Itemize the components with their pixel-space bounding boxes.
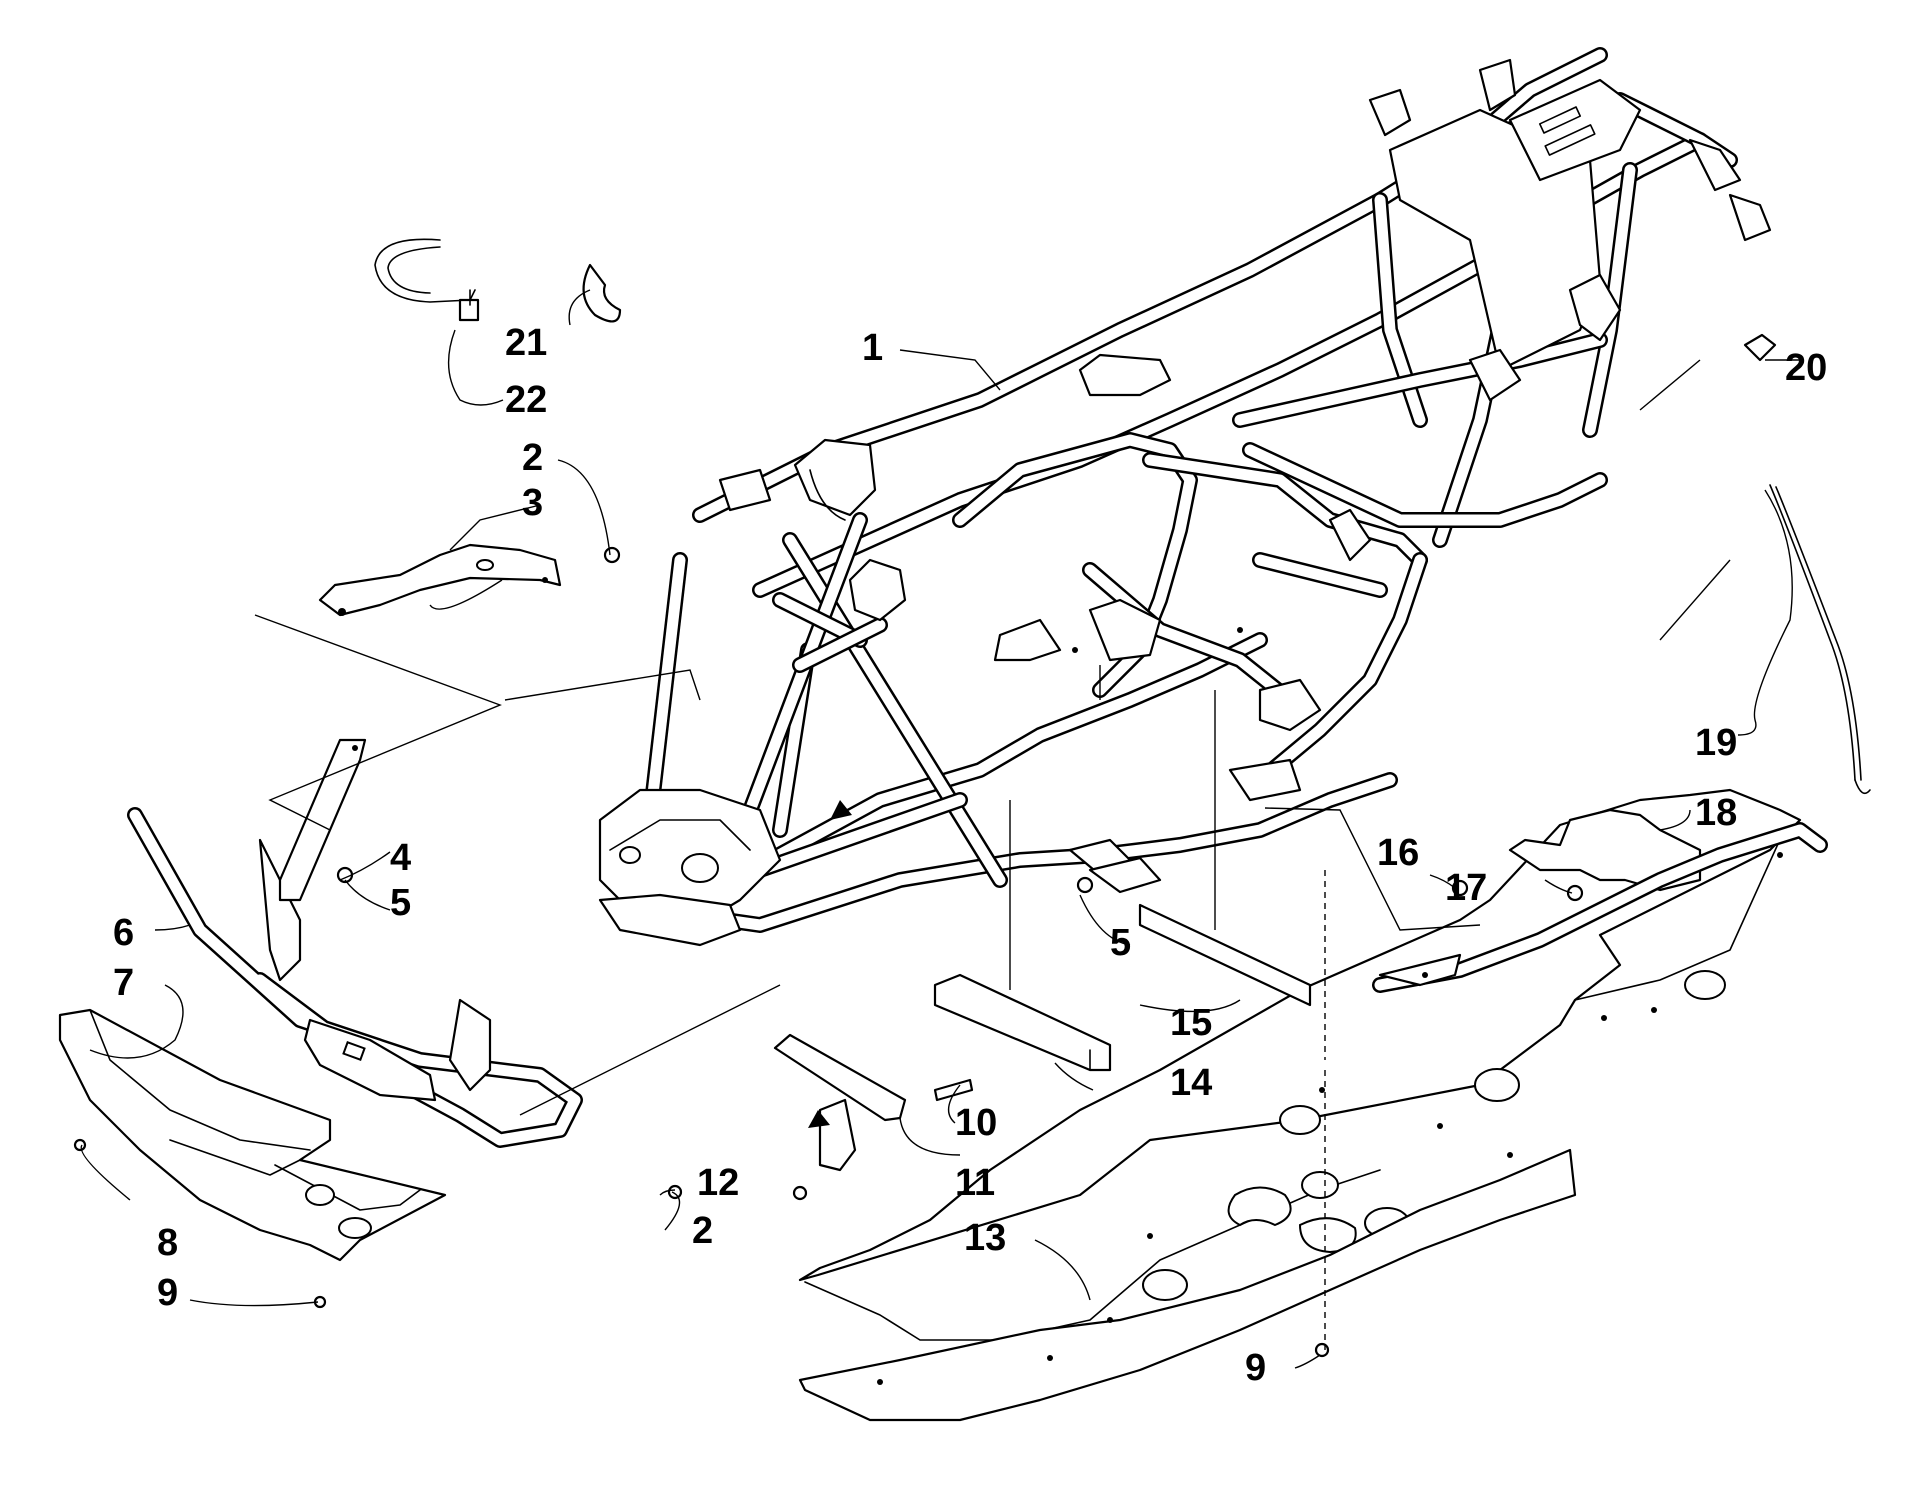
callout-9: 9 — [157, 1272, 178, 1314]
hose-clamp — [582, 263, 622, 323]
foam-strip — [1138, 903, 1312, 1007]
callout-10: 10 — [955, 1102, 997, 1144]
callout-7: 7 — [113, 962, 134, 1004]
footrest-support — [1372, 808, 1828, 993]
bumper-cover — [58, 1008, 447, 1262]
foam-block — [933, 973, 1112, 1072]
callout-14: 14 — [1170, 1062, 1212, 1104]
callout-3: 3 — [522, 482, 543, 524]
callout-12: 12 — [697, 1162, 739, 1204]
callout-2: 2 — [522, 437, 543, 479]
callout-9: 9 — [1245, 1347, 1266, 1389]
main-frame — [598, 47, 1772, 947]
callout-13: 13 — [964, 1217, 1006, 1259]
decal — [1743, 333, 1777, 362]
callout-4: 4 — [390, 837, 411, 879]
skid-plate — [798, 788, 1802, 1422]
callout-16: 16 — [1377, 832, 1419, 874]
callout-11: 11 — [955, 1162, 995, 1204]
callout-19: 19 — [1695, 722, 1737, 764]
rod — [1769, 484, 1871, 795]
brace — [278, 738, 367, 902]
callout-15: 15 — [1170, 1002, 1212, 1044]
callout-18: 18 — [1695, 792, 1737, 834]
zip-tie — [374, 238, 480, 322]
front-bumper — [127, 807, 583, 1148]
callout-21: 21 — [505, 322, 547, 364]
callout-labels: 1 2 2 3 4 5 5 6 7 8 9 9 10 11 12 13 14 1… — [113, 322, 1827, 1389]
callout-1: 1 — [862, 327, 883, 369]
stand-link — [773, 1033, 907, 1172]
bracket — [318, 543, 562, 617]
leader-lines — [80, 289, 1800, 1369]
callout-20: 20 — [1785, 347, 1827, 389]
callout-5: 5 — [1110, 922, 1131, 964]
callout-22: 22 — [505, 379, 547, 421]
callout-5: 5 — [390, 882, 411, 924]
callout-2: 2 — [692, 1210, 713, 1252]
callout-6: 6 — [113, 912, 134, 954]
callout-8: 8 — [157, 1222, 178, 1264]
fasteners — [73, 546, 1584, 1358]
callout-17: 17 — [1445, 867, 1487, 909]
